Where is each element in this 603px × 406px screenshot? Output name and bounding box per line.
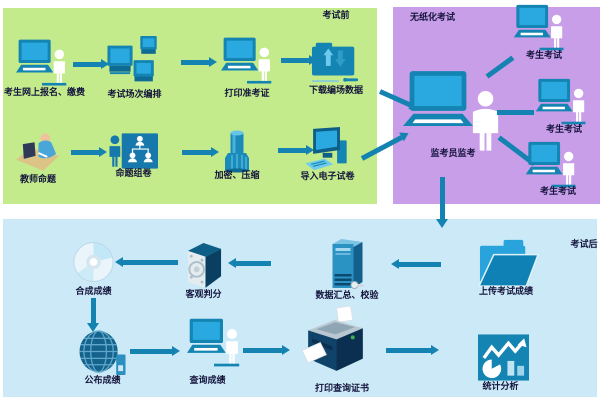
flow-arrow-icon	[182, 147, 219, 157]
step-label-query: 查询成绩	[189, 376, 226, 386]
laptop-user-icon	[525, 141, 578, 189]
open-folder-icon	[477, 238, 540, 289]
flow-arrow-icon	[440, 177, 445, 220]
step-label-print-ticket: 打印准考证	[224, 89, 270, 99]
laptop-user-icon	[221, 36, 273, 86]
step-label-publish: 公布成绩	[84, 376, 121, 386]
cube-speaker-icon	[184, 239, 223, 290]
laptop-user-icon	[535, 78, 588, 126]
flow-arrow-icon	[130, 346, 180, 356]
flow-arrowhead-icon	[87, 323, 99, 332]
org-chart-icon	[109, 133, 158, 171]
step-label-invigilate: 监考员监考	[430, 149, 476, 159]
step-label-teacher: 教师命题	[19, 175, 56, 185]
desktop-computer-icon	[305, 127, 350, 173]
laptop-user-icon	[187, 314, 241, 372]
flow-arrowhead-icon	[436, 219, 448, 228]
student-label: 考生考试	[539, 187, 576, 197]
flow-arrow-icon	[181, 57, 217, 67]
flow-arrow-icon	[278, 145, 314, 155]
step-label-scheduling: 考试场次编排	[107, 90, 162, 100]
folder-sync-icon	[311, 40, 361, 84]
laptop-user-icon	[513, 4, 566, 52]
server-key-icon	[328, 239, 365, 291]
step-label-verify: 数据汇总、校验	[315, 291, 379, 301]
student-label: 考生考试	[545, 125, 582, 135]
flow-arrow-icon	[243, 345, 290, 355]
flow-arrow-icon	[91, 298, 96, 324]
post-exam-region-label: 考试后	[570, 240, 598, 250]
flow-arrow-icon	[115, 257, 178, 267]
laptop-user-icon	[16, 38, 68, 88]
globe-icon	[79, 329, 126, 378]
step-label-assemble: 命题组卷	[115, 169, 152, 179]
flow-arrow-icon	[71, 147, 107, 157]
compress-bottle-icon	[224, 129, 250, 173]
pre-exam-region	[3, 8, 377, 204]
flow-arrow-icon	[386, 345, 439, 355]
step-label-merge: 合成成绩	[75, 287, 112, 297]
student-label: 考生考试	[525, 51, 562, 61]
connector-line	[497, 110, 534, 115]
big-laptop-icon	[403, 71, 473, 128]
step-label-import: 导入电子试卷	[300, 172, 355, 182]
flow-arrow-icon	[228, 258, 271, 268]
step-label-upload: 上传考试成绩	[478, 287, 533, 297]
printer-icon	[301, 305, 369, 383]
step-label-objective: 客观判分	[185, 290, 222, 300]
step-label-stats: 统计分析	[482, 382, 519, 392]
step-label-register: 考生网上报名、缴费	[4, 88, 86, 98]
step-label-encrypt: 加密、压缩	[214, 171, 260, 181]
cd-disc-icon	[73, 241, 114, 283]
chart-analysis-icon	[478, 334, 529, 381]
flow-arrow-icon	[281, 55, 317, 65]
computer-group-icon	[106, 35, 163, 91]
flow-arrow-icon	[391, 259, 441, 269]
invigilator-person-icon	[470, 90, 501, 153]
step-label-print-cert: 打印查询证书	[314, 384, 369, 394]
paperless-region-label: 无纸化考试	[410, 13, 456, 23]
step-label-download-data: 下载编场数据	[308, 86, 363, 96]
flow-arrow-icon	[73, 59, 109, 69]
teacher-desk-icon	[15, 130, 60, 172]
pre-exam-region-label: 考试前	[322, 11, 350, 21]
